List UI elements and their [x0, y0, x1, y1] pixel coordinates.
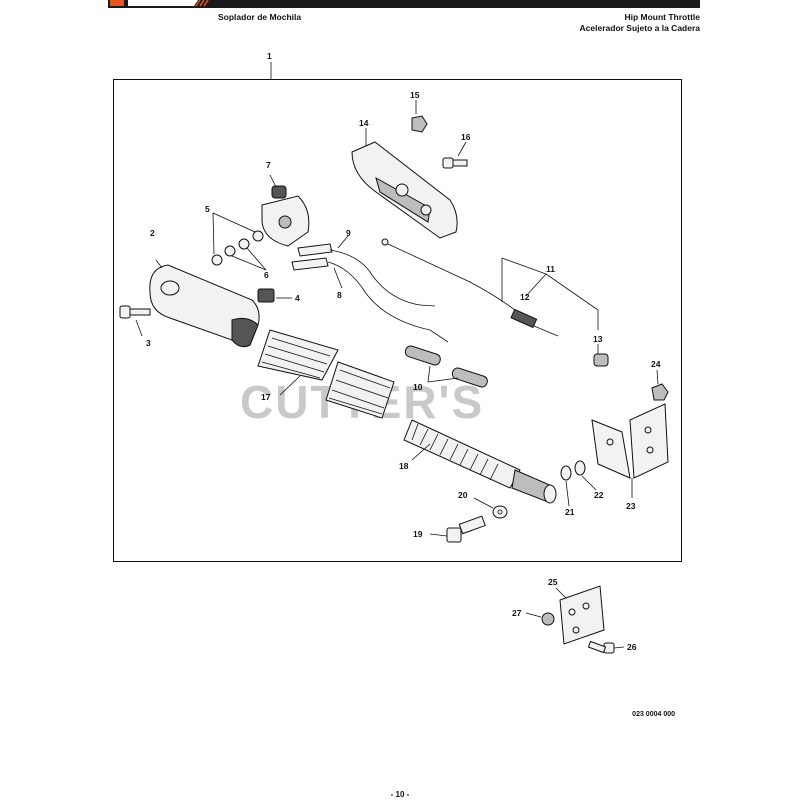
part-14-control-housing: [351, 128, 458, 239]
part-18-shaft: [403, 419, 557, 504]
part-7-throttle-lever: [261, 174, 310, 247]
header-right-title: Hip Mount Throttle: [624, 12, 700, 22]
callout-17: 17: [261, 392, 271, 402]
part-20-washer: [473, 497, 508, 519]
header-right-block: Hip Mount Throttle Acelerador Sujeto a l…: [580, 12, 700, 34]
callout-7: 7: [266, 160, 271, 170]
callout-20: 20: [458, 490, 468, 500]
brand-logo: [108, 0, 212, 8]
part-19-bolt: [429, 515, 486, 543]
part-17-bellows: [257, 329, 395, 419]
part-21-22-washers: [560, 460, 597, 507]
callout-15: 15: [410, 90, 420, 100]
callout-22: 22: [594, 490, 604, 500]
callout-19: 19: [413, 529, 423, 539]
callout-6: 6: [264, 270, 269, 280]
header-left-title: Soplador de Mochila: [218, 12, 302, 22]
callout-18: 18: [399, 461, 409, 471]
callout-25: 25: [548, 577, 558, 587]
callout-9: 9: [346, 228, 351, 238]
part-3-screw: [119, 305, 151, 337]
callout-13: 13: [593, 334, 603, 344]
part-23-bracket: [591, 403, 669, 498]
callout-14: 14: [359, 118, 369, 128]
callout-12: 12: [520, 292, 530, 302]
part-4-block: [257, 288, 292, 303]
part-5-6-washers: [211, 212, 267, 271]
part-26-screw: [587, 640, 625, 654]
part-11-13-cable: [381, 238, 609, 367]
part-25-plate: [555, 585, 605, 645]
part-16-screw: [442, 141, 468, 169]
part-27-nut: [525, 612, 555, 626]
part-10-springs: [404, 345, 488, 388]
callout-24: 24: [651, 359, 661, 369]
callout-4: 4: [295, 293, 300, 303]
diagram-frame: [113, 79, 682, 562]
callout-26: 26: [627, 642, 637, 652]
part-2-handle: [149, 259, 260, 348]
callout-2: 2: [150, 228, 155, 238]
callout-16: 16: [461, 132, 471, 142]
callout-11: 11: [546, 264, 555, 274]
callout-27: 27: [512, 608, 522, 618]
part-15-nut: [411, 100, 428, 133]
part-8-9-wires: [291, 235, 449, 343]
header-bar: [108, 0, 700, 8]
callout-10: 10: [413, 382, 423, 392]
part-24-nut: [651, 369, 669, 401]
callout-8: 8: [337, 290, 342, 300]
callout-21: 21: [565, 507, 575, 517]
callout-5: 5: [205, 204, 210, 214]
callout-23: 23: [626, 501, 636, 511]
drawing-code: 023 0004 000: [632, 711, 675, 718]
callout-3: 3: [146, 338, 151, 348]
page-number: - 10 -: [390, 790, 410, 799]
callout-1: 1: [267, 51, 272, 61]
header-right-subtitle: Acelerador Sujeto a la Cadera: [579, 23, 700, 33]
